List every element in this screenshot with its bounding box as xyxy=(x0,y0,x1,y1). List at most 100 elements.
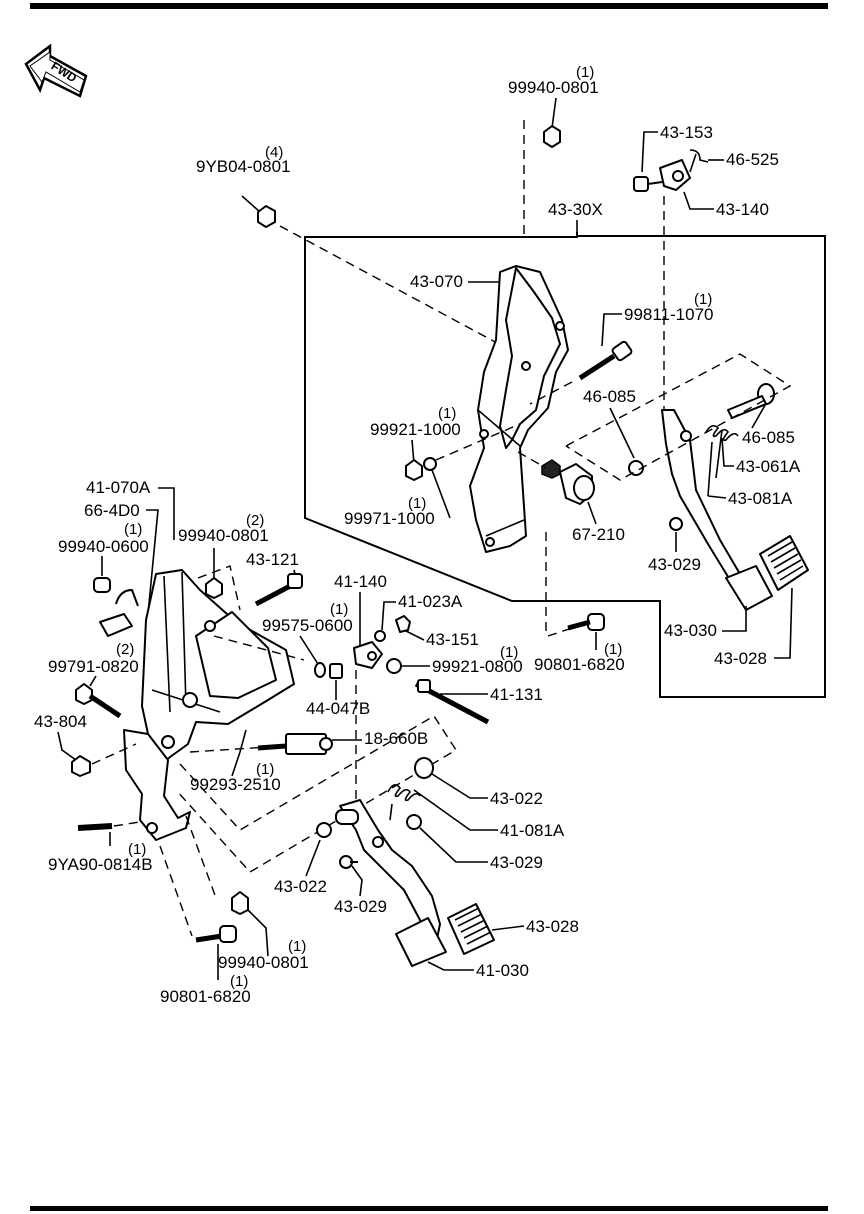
leader xyxy=(683,191,714,210)
part-label: 43-022 xyxy=(274,877,327,896)
bracket-edge xyxy=(477,409,521,447)
bushing-dark-icon xyxy=(541,459,561,479)
pedal-hub xyxy=(335,809,359,825)
switch-end xyxy=(319,737,333,751)
part-label: 43-070 xyxy=(410,272,463,291)
part-label: 90801-6820 xyxy=(534,655,625,674)
clip-icon xyxy=(689,149,709,173)
leader xyxy=(305,839,321,877)
leader xyxy=(247,909,269,957)
dashed-guide xyxy=(517,451,547,469)
part-label: 41-070A xyxy=(86,478,151,497)
part-label: 43-081A xyxy=(728,489,793,508)
spring-icon xyxy=(387,784,421,821)
qty: (1) xyxy=(694,291,712,308)
nut-icon xyxy=(405,459,423,481)
qty: (1) xyxy=(288,938,306,955)
nut-icon xyxy=(543,125,561,148)
part-label: 43-029 xyxy=(648,555,701,574)
qty: (1) xyxy=(438,405,456,422)
nut-icon xyxy=(205,577,223,599)
stopper-icon xyxy=(406,814,422,830)
qty: (4) xyxy=(265,144,283,161)
bolt-shank xyxy=(647,181,663,185)
clip-icon xyxy=(314,662,326,678)
bracket-hole xyxy=(204,620,216,632)
bracket-hole xyxy=(485,537,495,547)
pedal-shaft xyxy=(727,395,767,419)
fwd-arrow-icon: FWD xyxy=(24,43,88,98)
part-label: 41-081A xyxy=(500,821,565,840)
leader xyxy=(427,961,474,971)
bushing-icon xyxy=(316,822,332,838)
qty: (1) xyxy=(604,641,622,658)
bolt-head xyxy=(611,340,633,362)
part-label: 46-085 xyxy=(583,387,636,406)
dashed-guide xyxy=(175,715,457,873)
dashed-guide xyxy=(279,225,511,351)
pedal-pad xyxy=(725,565,773,611)
part-label: 43-153 xyxy=(660,123,713,142)
qty: (1) xyxy=(230,973,248,990)
pushrod-nut xyxy=(417,679,431,693)
dashed-guide xyxy=(159,845,193,937)
dashed-guide xyxy=(189,745,285,753)
bolt-head xyxy=(587,613,605,631)
qty: (1) xyxy=(408,495,426,512)
connector-icon xyxy=(99,589,139,637)
part-label: 99811-1070 xyxy=(624,305,714,324)
dashed-guide xyxy=(435,423,521,461)
part-label: 9YB04-0801 xyxy=(196,157,291,176)
qty: (1) xyxy=(576,64,594,81)
leader xyxy=(431,469,451,519)
part-label: 41-030 xyxy=(476,961,529,980)
part-label: 46-525 xyxy=(726,150,779,169)
bolt-head xyxy=(75,683,93,705)
qty: (1) xyxy=(128,841,146,858)
leader xyxy=(231,729,247,777)
qty: (1) xyxy=(256,761,274,778)
part-label: 43-140 xyxy=(716,200,769,219)
pedal-pad-cover-icon xyxy=(447,903,495,955)
assembly-outline xyxy=(304,232,826,698)
leader xyxy=(431,773,488,799)
part-label: 99575-0600 xyxy=(262,616,353,635)
pedal-pivot xyxy=(680,430,692,442)
top-rule xyxy=(30,3,828,9)
part-label: 43-028 xyxy=(526,917,579,936)
part-label: 99971-1000 xyxy=(344,509,435,528)
bracket-plate xyxy=(499,267,561,449)
clevis-pin xyxy=(672,170,684,182)
part-label: 43-029 xyxy=(490,853,543,872)
part-label: 99293-2510 xyxy=(190,775,281,794)
part-label: 43-030 xyxy=(664,621,717,640)
bolt-shank xyxy=(567,619,591,631)
bracket-hole xyxy=(182,692,198,708)
bracket-hole xyxy=(161,735,175,749)
part-label: 99940-0801 xyxy=(218,953,309,972)
bracket-edge xyxy=(485,519,525,537)
part-label: 99940-0801 xyxy=(508,78,599,97)
leader xyxy=(299,635,319,665)
part-label: 41-140 xyxy=(334,572,387,591)
bolt-shank xyxy=(88,693,122,719)
leader xyxy=(241,195,261,213)
cylinder-end xyxy=(573,475,595,501)
part-label: 44-047B xyxy=(306,699,370,718)
qty: (1) xyxy=(500,644,518,661)
dashed-guide xyxy=(565,353,792,481)
leader xyxy=(419,827,488,863)
bracket-inner xyxy=(195,611,277,699)
leader xyxy=(381,601,396,631)
bracket-hole xyxy=(521,361,531,371)
switch-bracket-hole xyxy=(367,651,377,661)
bushing-icon xyxy=(386,658,402,674)
leader xyxy=(609,407,635,459)
leader xyxy=(707,495,727,499)
bolt-icon xyxy=(633,176,649,192)
part-label: 43-029 xyxy=(334,897,387,916)
nut-icon xyxy=(231,891,249,915)
part-label: 41-131 xyxy=(490,685,543,704)
bushing-icon xyxy=(414,757,434,779)
nut-icon xyxy=(257,205,276,228)
